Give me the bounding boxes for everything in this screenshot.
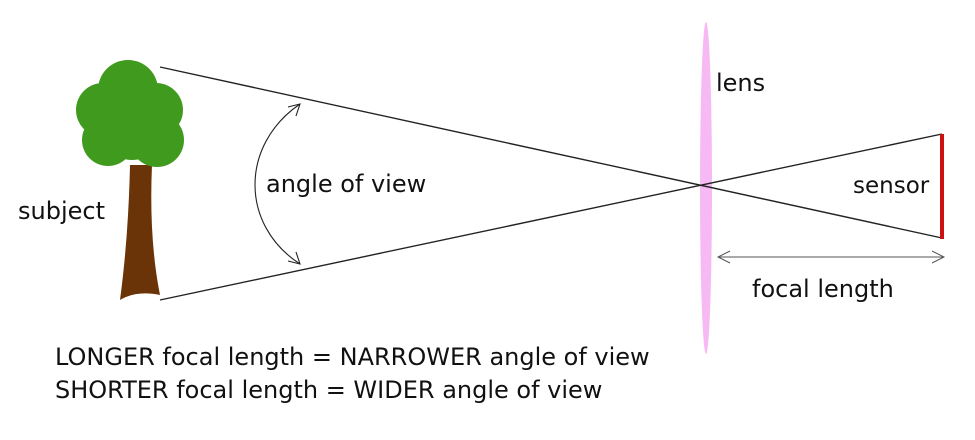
focal-arrowhead-right — [931, 250, 946, 264]
arc-arrowhead-bottom — [287, 251, 301, 265]
tree-foliage — [76, 60, 184, 167]
lens-label: lens — [716, 69, 766, 97]
ray-top — [159, 66, 943, 239]
arc-arrowhead-top — [287, 103, 301, 117]
angle-of-view-arc — [254, 103, 301, 265]
focal-length-label: focal length — [752, 275, 894, 303]
lens-shape — [700, 22, 712, 354]
focal-arrowhead-left — [716, 250, 731, 264]
tree-trunk — [120, 165, 160, 300]
subject-label: subject — [18, 197, 105, 225]
caption-longer-focal-length: LONGER focal length = NARROWER angle of … — [55, 343, 650, 371]
sensor-label: sensor — [853, 173, 930, 199]
angle-of-view-label: angle of view — [266, 170, 427, 198]
caption-shorter-focal-length: SHORTER focal length = WIDER angle of vi… — [55, 376, 603, 404]
ray-bottom — [159, 133, 943, 301]
